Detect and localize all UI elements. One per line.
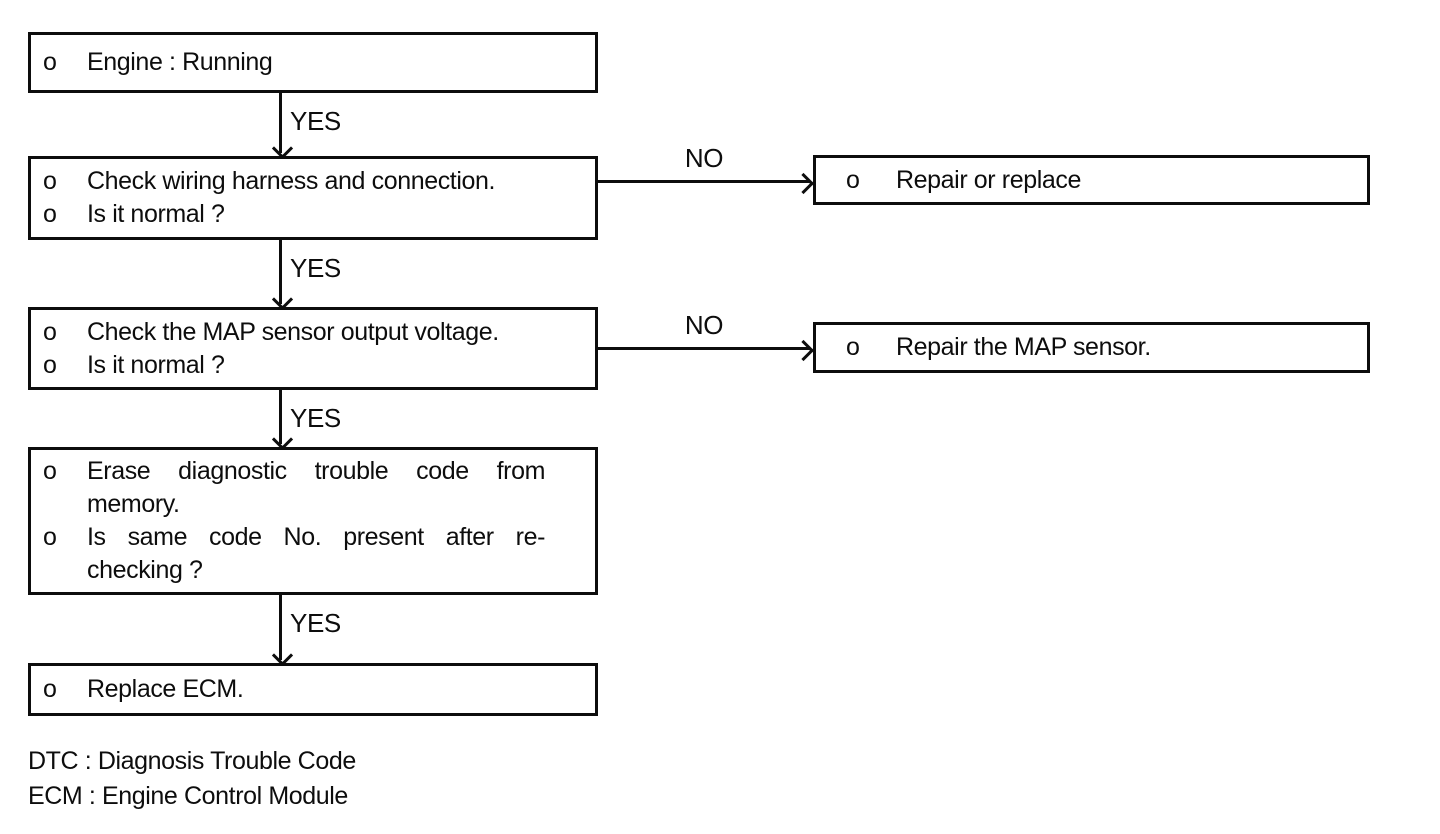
node-line: o Repair the MAP sensor.	[816, 331, 1367, 364]
node-text: Is same code No. present after re-checki…	[87, 523, 545, 584]
node-text: Check the MAP sensor output voltage.	[87, 317, 499, 346]
node-replace-ecm: o Replace ECM.	[28, 663, 598, 716]
bullet-marker: o	[43, 523, 57, 551]
bullet-marker: o	[43, 350, 57, 379]
connector-yes-3: YES	[271, 390, 341, 451]
bullet-marker: o	[43, 200, 57, 228]
yes-label-3: YES	[290, 403, 341, 433]
bullet-marker: o	[43, 317, 57, 346]
connector-yes-4: YES	[271, 595, 341, 667]
arrowhead-right-icon	[792, 339, 815, 362]
node-text: Is it normal ?	[87, 350, 225, 379]
bullet-marker: o	[846, 333, 860, 361]
node-engine-running: o Engine : Running	[28, 32, 598, 93]
node-line: o Is it normal ?	[31, 349, 595, 382]
connector-no-1: NO	[598, 143, 815, 195]
node-text: Repair or replace	[896, 165, 1081, 194]
node-line: o Engine : Running	[31, 46, 595, 79]
legend-dtc-line: DTC : Diagnosis Trouble Code	[28, 747, 356, 775]
node-erase-dtc: o Erase diagnostic trouble code from mem…	[28, 447, 598, 595]
node-text: Replace ECM.	[87, 675, 244, 703]
node-line: o Erase diagnostic trouble code from mem…	[31, 455, 595, 521]
node-line: o Is same code No. present after re-chec…	[31, 521, 595, 587]
legend-ecm-line: ECM : Engine Control Module	[28, 782, 348, 810]
node-check-wiring: o Check wiring harness and connection. o…	[28, 156, 598, 240]
connector-no-2: NO	[598, 310, 815, 362]
connector-yes-1: YES	[271, 93, 341, 160]
bullet-marker: o	[846, 165, 860, 194]
arrowhead-right-icon	[792, 172, 815, 195]
connector-yes-2: YES	[271, 240, 341, 311]
node-text: Erase diagnostic trouble code from memor…	[87, 457, 545, 518]
node-line: o Check wiring harness and connection.	[31, 165, 595, 198]
yes-label-1: YES	[290, 106, 341, 136]
bullet-marker: o	[43, 457, 57, 485]
yes-label-4: YES	[290, 608, 341, 638]
node-line: o Repair or replace	[816, 164, 1367, 197]
no-label-1: NO	[684, 143, 724, 173]
node-text: Check wiring harness and connection.	[87, 167, 496, 195]
no-label-2: NO	[684, 310, 724, 340]
node-repair-map-sensor: o Repair the MAP sensor.	[813, 322, 1370, 373]
node-line: o Is it normal ?	[31, 198, 595, 231]
bullet-marker: o	[43, 167, 57, 195]
legend: DTC : Diagnosis Trouble Code ECM : Engin…	[28, 744, 356, 814]
bullet-marker: o	[43, 48, 57, 76]
node-text: Repair the MAP sensor.	[896, 333, 1151, 361]
yes-label-2: YES	[290, 253, 341, 283]
node-check-map-sensor: o Check the MAP sensor output voltage. o…	[28, 307, 598, 390]
node-text: Engine : Running	[87, 48, 273, 76]
bullet-marker: o	[43, 675, 57, 703]
node-repair-or-replace: o Repair or replace	[813, 155, 1370, 205]
node-text: Is it normal ?	[87, 200, 225, 228]
node-line: o Replace ECM.	[31, 673, 595, 706]
node-line: o Check the MAP sensor output voltage.	[31, 316, 595, 349]
